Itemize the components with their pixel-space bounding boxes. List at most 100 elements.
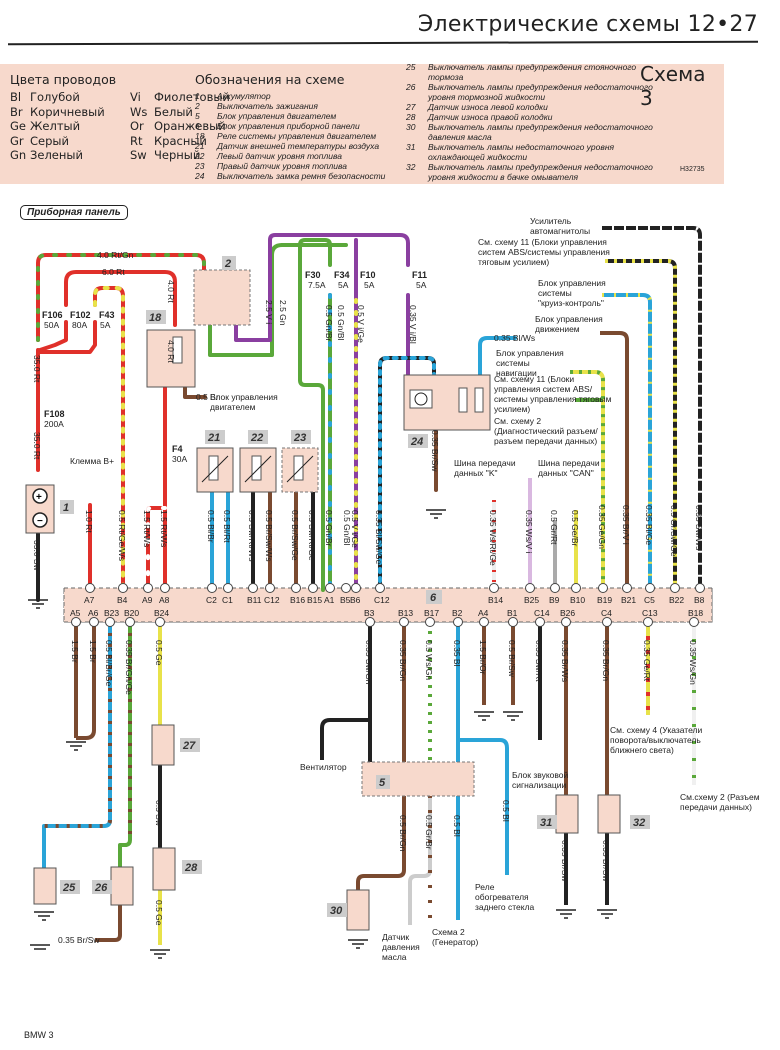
component-22-label: 22	[250, 432, 263, 444]
pin-C5	[645, 583, 655, 593]
pin-B5	[341, 583, 351, 593]
pin-label: B11	[247, 595, 262, 605]
symbol-number: 6	[195, 121, 200, 131]
wire-label: 0.5 Bl	[452, 815, 462, 837]
symbol-number: 25	[406, 62, 416, 72]
wire-color-name2: Черный	[154, 148, 201, 163]
pin-B6	[351, 583, 361, 593]
fuse-f34-rating: 5A	[338, 280, 349, 290]
pin-B8	[695, 583, 705, 593]
wire-0-35-bl-ws: 0.35 Bl/Ws	[494, 333, 535, 343]
wire-label: 0.5 Sw	[154, 800, 164, 827]
wire-0-35-br-sw-bottom: 0.35 Br/Sw	[58, 935, 100, 945]
symbol-text: Блок управления двигателем	[217, 111, 337, 121]
pin-label: B1	[507, 608, 518, 618]
wire-label: 1.5 Rt/Ws	[142, 510, 152, 547]
component-23-label: 23	[293, 432, 306, 444]
wire-color-code2: Ws	[130, 104, 148, 119]
wire-label: 4.0 Rt	[166, 340, 176, 363]
wire-label: 0.35 Bl/Ge	[644, 505, 654, 545]
component-31-label: 31	[540, 817, 552, 829]
component-18-label: 18	[149, 312, 162, 324]
note-klemma: Клемма B+	[70, 456, 114, 466]
symbol-text: Выключатель замка ремня безопасности	[217, 171, 386, 181]
wire-label: 35.0 Sw	[32, 540, 42, 572]
page-title: Электрические схемы 12•27	[417, 12, 758, 37]
ground-symbols	[28, 509, 617, 959]
fuse-f30-rating: 7.5A	[308, 280, 326, 290]
pin-B25	[525, 583, 535, 593]
symbol-number: 26	[406, 82, 416, 92]
pin-label: B8	[694, 595, 705, 605]
wire-6-0-rt: 6.0 Rt	[102, 267, 125, 277]
symbol-text: Выключатель зажигания	[217, 101, 318, 111]
pin-C12	[265, 583, 275, 593]
symbol-number: 27	[406, 102, 416, 112]
wire-label: 0.35 Bl	[452, 640, 462, 667]
pin-label: B15	[307, 595, 322, 605]
symbol-row: 27 Датчик износа левой колодки	[406, 102, 656, 112]
wire-label: 0.5 Gn/Bl	[342, 510, 352, 546]
wire-label: 0.35 Br/Gn	[398, 640, 408, 681]
pin-B4	[118, 583, 128, 593]
pin-label: B23	[104, 608, 119, 618]
wire-color-name: Коричневый	[30, 104, 105, 119]
symbol-text: Левый датчик уровня топлива	[217, 151, 342, 161]
pin-C4	[602, 617, 612, 627]
wire-label: 4.0 Rt	[166, 280, 176, 303]
pin-label: A5	[70, 608, 81, 618]
svg-text:−: −	[37, 516, 43, 527]
pin-label: B17	[424, 608, 439, 618]
wire-label: 0.35 Sw/Gn	[364, 640, 374, 685]
wire-color-name: Желтый	[30, 119, 81, 134]
wire-label: 1.5 Br/Or	[478, 640, 488, 675]
wire-color-code: Gr	[10, 133, 24, 148]
pin-label: C1	[222, 595, 233, 605]
pin-B21	[622, 583, 632, 593]
symbol-number: 2	[195, 101, 200, 111]
wire-label: 2.5 V i	[264, 300, 274, 324]
pin-label: B24	[154, 608, 169, 618]
wire-colors-title: Цвета проводов	[10, 72, 117, 87]
wire-color-name: Серый	[30, 133, 69, 148]
pin-label: A8	[159, 595, 170, 605]
pin-label: B9	[549, 595, 560, 605]
symbol-text: Датчик внешней температуры воздуха	[217, 141, 380, 151]
wire-label: 0.5 Ge	[154, 900, 164, 926]
fuse-f11-rating: 5A	[416, 280, 427, 290]
fuse-f43-rating: 5A	[100, 320, 111, 330]
pin-A5	[71, 617, 81, 627]
schema-label: Схема 3	[640, 62, 706, 110]
component-25-label: 25	[62, 882, 76, 894]
wire-label: 0.5 Ge/Br	[570, 510, 580, 547]
wire-color-code: Bl	[10, 90, 22, 104]
pin-B10	[571, 583, 581, 593]
symbol-text: Правый датчик уровня топлива	[217, 161, 348, 171]
wire-label: 0.5 Br/Gn	[398, 815, 408, 852]
component-5-label: 5	[379, 777, 386, 789]
wire-color-name: Голубой	[30, 90, 80, 104]
wire-label: 0.35 Br/Sw	[601, 840, 611, 882]
symbol-text: Датчик износа левой колодки	[428, 102, 548, 112]
brake-fluid-switch-26	[110, 866, 134, 906]
component-1-label: 1	[63, 502, 69, 514]
symbol-number: 22	[195, 151, 205, 161]
wire-label: 0.5 Gn/Br	[324, 305, 334, 342]
fuse-f102: F102	[70, 310, 91, 320]
wire-label: 0.35 Ws/Gn	[688, 640, 698, 685]
wire-label: 1.0 Rt	[84, 510, 94, 533]
wire-color-name2: Оранжевый	[154, 119, 226, 134]
fuse-f4-rating: 30A	[172, 454, 187, 464]
